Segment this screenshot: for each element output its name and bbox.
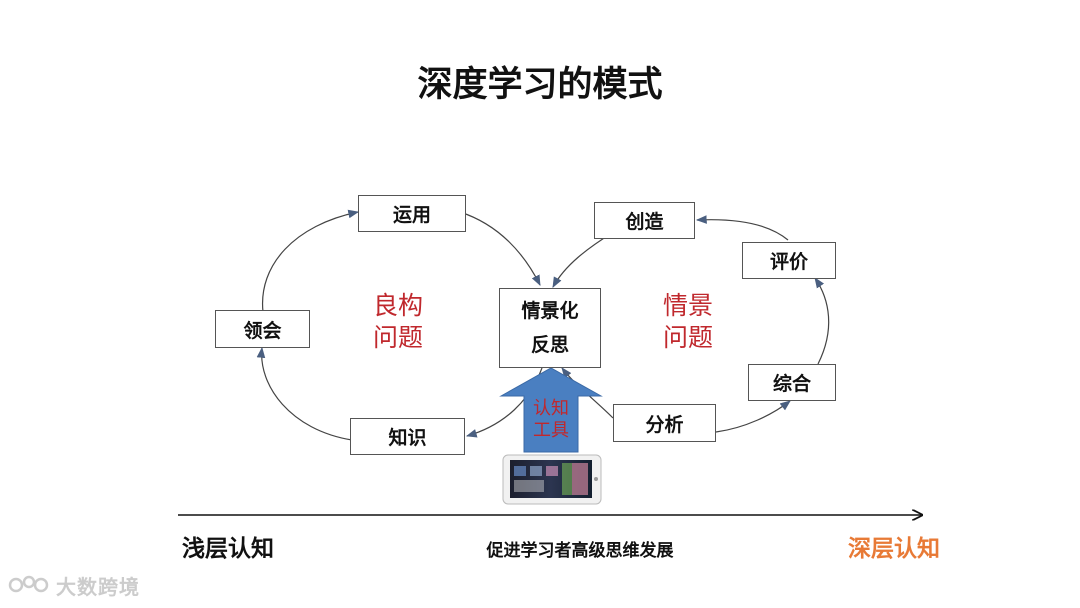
watermark-text: 大数跨境 (56, 574, 140, 599)
right-loop-curve-analyze-to-synthesize (715, 400, 791, 433)
right-loop-label-line1: 情景 (662, 291, 713, 320)
node-analyze: 分析 (613, 404, 716, 442)
tablet-image (502, 454, 602, 505)
node-synthesize: 综合 (748, 364, 836, 401)
node-knowledge: 知识 (350, 418, 465, 455)
right-loop-label: 情景 问题 (648, 290, 728, 354)
right-loop-curve-synthesize-to-evaluate (814, 277, 830, 365)
left-loop-label-line1: 良构 (372, 291, 423, 320)
left-loop-label-line2: 问题 (372, 323, 423, 352)
left-loop-curve-knowledge-to-understand (256, 346, 353, 441)
center-node-line2: 反思 (530, 334, 569, 356)
node-evaluate: 评价 (742, 242, 836, 279)
right-loop-curve-create-to-center (552, 232, 613, 288)
center-node-line1: 情景化 (521, 300, 579, 322)
watermark: 大数跨境 (8, 570, 158, 600)
left-loop-label: 良构 问题 (358, 290, 438, 354)
watermark-logo-icon (8, 575, 49, 593)
deep-cognition-label: 深层认知 (848, 536, 940, 562)
axis-caption: 促进学习者高级思维发展 (486, 541, 674, 561)
page-title: 深度学习的模式 (417, 65, 663, 105)
left-loop-curve-apply-to-center (459, 211, 541, 286)
center-node-situated-reflection: 情景化 反思 (499, 288, 601, 368)
node-create: 创造 (594, 202, 695, 239)
cognitive-tool-label: 认知 工具 (524, 398, 578, 444)
shallow-cognition-label: 浅层认知 (182, 536, 274, 562)
left-loop-curve-understand-to-apply (261, 209, 360, 313)
right-loop-curve-evaluate-to-create (695, 215, 789, 241)
cognitive-tool-line1: 认知 (533, 398, 569, 419)
cognitive-tool-arrow (499, 367, 603, 453)
right-loop-label-line2: 问题 (662, 323, 713, 352)
cognitive-tool-line2: 工具 (533, 420, 569, 441)
node-understand: 领会 (215, 310, 310, 348)
node-apply: 运用 (358, 195, 466, 232)
